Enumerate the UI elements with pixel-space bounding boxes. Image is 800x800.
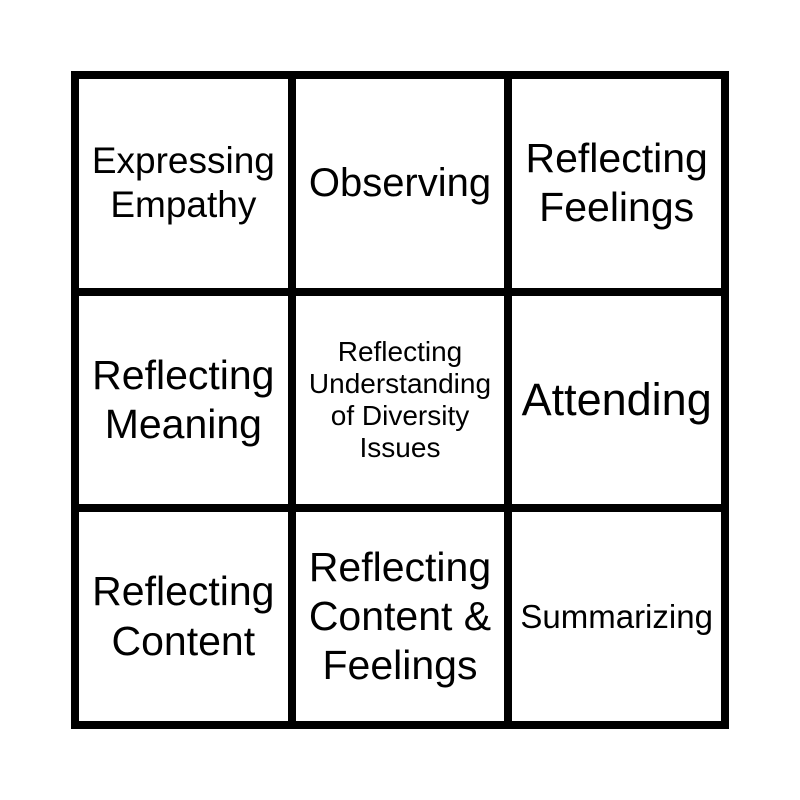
bingo-cell-label: Attending bbox=[521, 373, 712, 425]
bingo-cell[interactable]: Summarizing bbox=[512, 512, 721, 721]
bingo-cell-label: Reflecting Understanding of Diversity Is… bbox=[308, 335, 492, 464]
bingo-cell-label: Summarizing bbox=[520, 597, 713, 635]
bingo-cell[interactable]: Expressing Empathy bbox=[79, 79, 288, 288]
bingo-cell[interactable]: Reflecting Content bbox=[79, 512, 288, 721]
bingo-cell[interactable]: Reflecting Meaning bbox=[79, 295, 288, 505]
bingo-cell-label: Reflecting Meaning bbox=[92, 351, 275, 447]
bingo-cell-label: Expressing Empathy bbox=[91, 139, 275, 226]
bingo-cell[interactable]: Reflecting Content & Feelings bbox=[295, 512, 505, 721]
bingo-cell-label: Reflecting Content bbox=[92, 568, 275, 664]
bingo-cell[interactable]: Observing bbox=[295, 79, 505, 288]
bingo-cell[interactable]: Attending bbox=[512, 295, 721, 505]
bingo-cell[interactable]: Reflecting Feelings bbox=[512, 79, 721, 288]
bingo-cell[interactable]: Reflecting Understanding of Diversity Is… bbox=[295, 295, 505, 505]
bingo-cell-label: Observing bbox=[308, 161, 492, 206]
bingo-card: Expressing Empathy Observing Reflecting … bbox=[71, 71, 729, 729]
bingo-cell-label: Reflecting Content & Feelings bbox=[308, 543, 492, 689]
bingo-cell-label: Reflecting Feelings bbox=[525, 135, 708, 231]
